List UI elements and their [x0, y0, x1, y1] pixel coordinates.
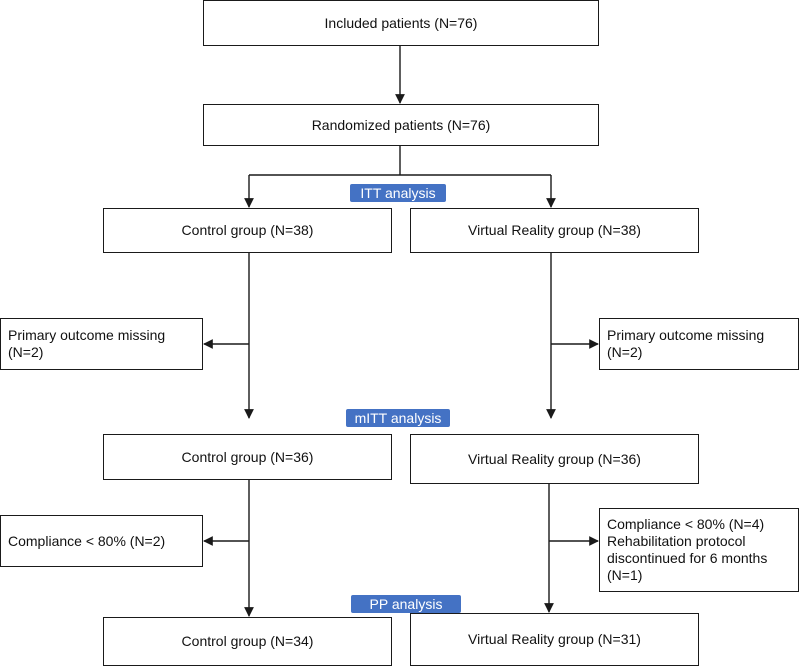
control-compliance-box: Compliance < 80% (N=2) — [0, 515, 203, 567]
vr-compliance-line-1: Compliance < 80% (N=4) — [607, 516, 765, 532]
vr-missing-line-1: Primary outcome missing — [607, 327, 765, 343]
vr-compliance-line-3: discontinued for 6 months — [607, 550, 768, 566]
itt-analysis-label: ITT analysis — [360, 185, 436, 201]
control-group-mitt-label: Control group (N=36) — [181, 448, 314, 465]
pp-analysis-tag: PP analysis — [351, 595, 461, 613]
control-group-itt-box: Control group (N=38) — [103, 208, 392, 253]
pp-analysis-label: PP analysis — [369, 596, 443, 612]
included-patients-box: Included patients (N=76) — [203, 0, 599, 46]
vr-missing-line-2: (N=2) — [607, 344, 643, 360]
control-group-mitt-box: Control group (N=36) — [103, 434, 392, 480]
mitt-analysis-label: mITT analysis — [354, 410, 442, 426]
itt-analysis-tag: ITT analysis — [350, 184, 446, 202]
control-missing-box: Primary outcome missing (N=2) — [0, 318, 203, 370]
control-group-itt-label: Control group (N=38) — [181, 222, 314, 238]
randomized-patients-box: Randomized patients (N=76) — [203, 104, 599, 146]
control-group-pp-label: Control group (N=34) — [181, 633, 314, 649]
vr-group-mitt-label: Virtual Reality group (N=36) — [468, 450, 641, 467]
randomized-patients-label: Randomized patients (N=76) — [311, 116, 491, 133]
control-missing-line-2: (N=2) — [8, 344, 44, 360]
vr-group-itt-label: Virtual Reality group (N=38) — [468, 222, 641, 238]
vr-missing-box: Primary outcome missing (N=2) — [599, 318, 799, 370]
vr-group-mitt-box: Virtual Reality group (N=36) — [410, 434, 699, 484]
vr-group-pp-label: Virtual Reality group (N=31) — [468, 631, 641, 647]
mitt-analysis-tag: mITT analysis — [346, 409, 450, 427]
included-patients-label: Included patients (N=76) — [324, 14, 478, 31]
vr-compliance-box: Compliance < 80% (N=4) Rehabilitation pr… — [599, 508, 799, 592]
vr-group-pp-box: Virtual Reality group (N=31) — [410, 613, 699, 666]
vr-compliance-line-4: (N=1) — [607, 567, 643, 583]
control-group-pp-box: Control group (N=34) — [103, 617, 392, 666]
vr-compliance-line-2: Rehabilitation protocol — [607, 533, 746, 549]
control-missing-line-1: Primary outcome missing — [8, 327, 166, 343]
control-compliance-label: Compliance < 80% (N=2) — [8, 532, 166, 549]
vr-group-itt-box: Virtual Reality group (N=38) — [410, 208, 699, 253]
